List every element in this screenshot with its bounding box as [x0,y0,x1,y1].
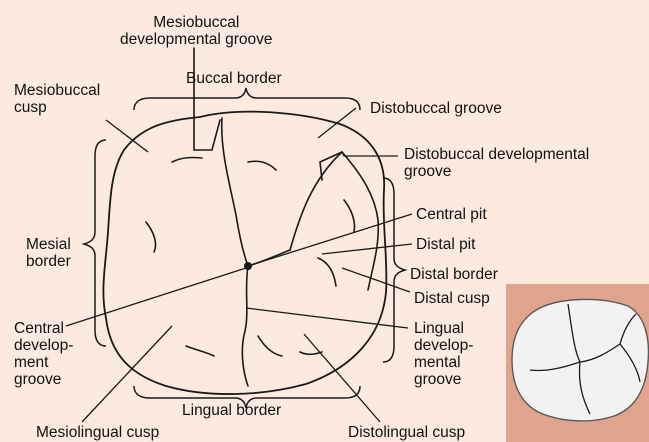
distolingual-cusp-label: Distolingual cusp [348,424,465,441]
mesiobuccal-cusp-label: Mesiobuccal cusp [14,82,100,116]
central-dev-groove-line-3: ment [14,354,73,371]
lingual-dev-groove-line-3: mental [414,354,473,371]
central-dev-groove-line-1: Central [14,320,73,337]
lingual-dev-groove-line-1: Lingual [414,320,473,337]
lingual-dev-groove-label: Lingual develop- mental groove [414,320,473,388]
distobuccal-groove-label: Distobuccal groove [370,100,502,117]
mesiobuccal-dev-groove-line-2: developmental groove [120,31,273,48]
tooth-photo-icon [506,284,649,442]
distobuccal-dev-groove-line-2: groove [404,163,589,180]
central-dev-groove-line-2: develop- [14,337,73,354]
central-pit-label: Central pit [416,206,487,223]
mesiobuccal-cusp-line-2: cusp [14,99,100,116]
lingual-border-label: Lingual border [182,402,281,419]
distobuccal-dev-groove-line-1: Distobuccal developmental [404,146,589,163]
distal-cusp-label: Distal cusp [414,290,490,307]
photo-tooth [512,299,648,421]
lingual-dev-groove-line-4: groove [414,371,473,388]
lingual-dev-groove-line-2: develop- [414,337,473,354]
mesiobuccal-cusp-line-1: Mesiobuccal [14,82,100,99]
distobuccal-dev-groove-label: Distobuccal developmental groove [404,146,589,180]
mesial-border-label: Mesial border [26,236,71,270]
mesial-border-line-1: Mesial [26,236,71,253]
mesial-border-line-2: border [26,253,71,270]
mesiolingual-cusp-label: Mesiolingual cusp [36,424,159,441]
mesiobuccal-dev-groove-label: Mesiobuccal developmental groove [120,14,273,48]
mesiobuccal-dev-groove-line-1: Mesiobuccal [120,14,273,31]
buccal-border-label: Buccal border [186,70,282,87]
distal-pit-label: Distal pit [416,236,475,253]
central-dev-groove-label: Central develop- ment groove [14,320,73,388]
central-dev-groove-line-4: groove [14,371,73,388]
distal-border-label: Distal border [410,266,498,283]
